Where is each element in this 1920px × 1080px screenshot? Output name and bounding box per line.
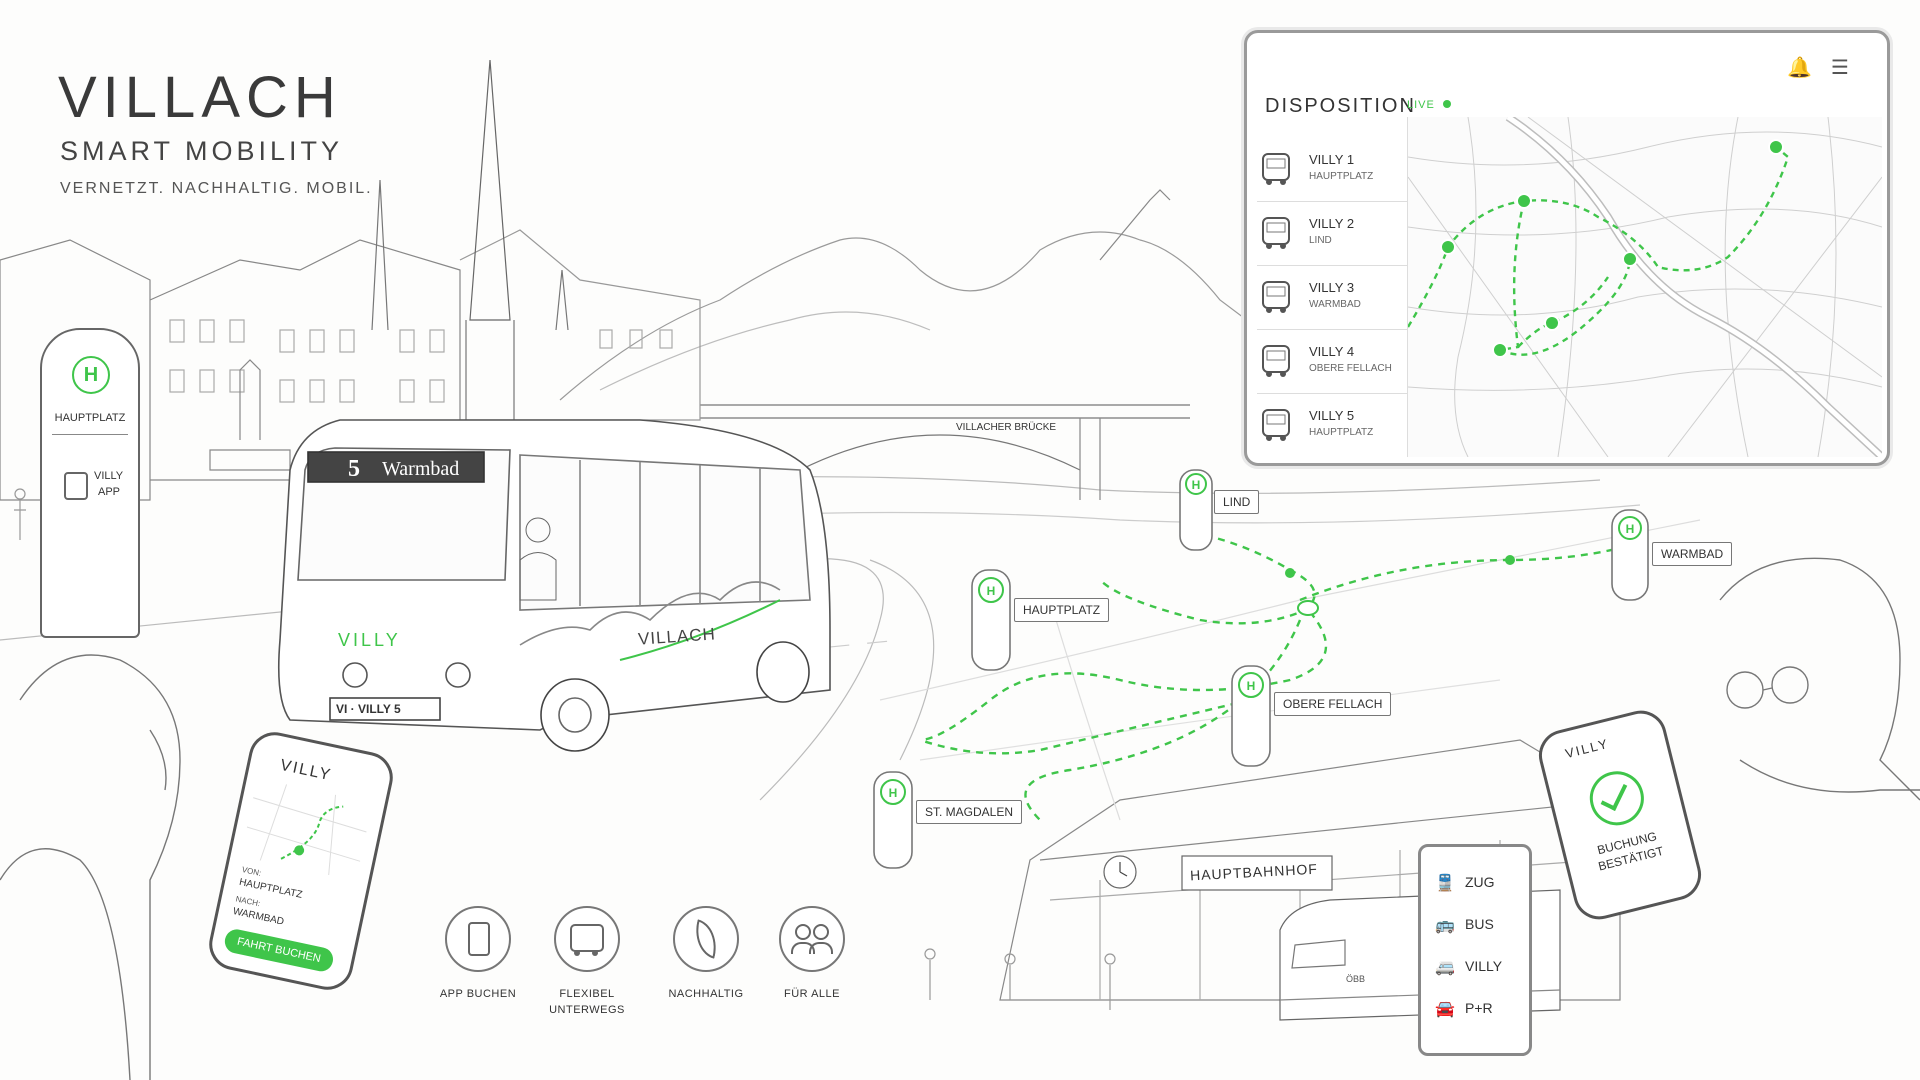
bus-icon [1262,153,1290,185]
minibus-illustration [277,419,831,752]
bus-plate: VI · VILLY 5 [336,702,401,716]
stop-tag-warmbad: WARMBAD [1652,542,1733,566]
vehicle-name: VILLY 1 [1309,152,1355,167]
people-icon [779,906,845,972]
vehicle-location: LIND [1309,235,1332,246]
bridge [700,404,1190,419]
vehicle-row[interactable]: VILLY 2 LIND [1257,202,1412,266]
live-indicator [1443,100,1451,108]
vehicle-name: VILLY 3 [1309,280,1355,295]
train-label: ÖBB [1346,974,1366,984]
church-spire [469,59,511,321]
feature-label: APP BUCHEN [439,988,517,1000]
feature-label: FÜR ALLE [784,988,840,1000]
phone-left: VILLY VON: HAUPTPLATZ NACH: WARMBAD FAHR… [204,727,398,995]
vehicle-row[interactable]: VILLY 3 WARMBAD [1257,266,1412,330]
stop-tag-obere-fellach: OBERE FELLACH [1274,692,1392,716]
person-right [1719,557,1920,801]
vehicle-name: VILLY 2 [1309,216,1355,231]
feature-label-2: UNTERWEGS [549,1004,625,1016]
dispatch-title: DISPOSITION [1265,95,1416,117]
stop-sign: H HAUPTPLATZ VILLY APP [40,328,140,638]
smartphone-icon [445,906,511,972]
stop-tag-st-magdalen: ST. MAGDALEN [916,800,1023,824]
stop-tag-hauptplatz: HAUPTPLATZ [1014,598,1110,622]
person-left [0,654,181,1080]
vehicle-list: VILLY 1 HAUPTPLATZ VILLY 2 LIND VILLY 3 … [1257,138,1412,457]
svg-text:H: H [1192,478,1201,492]
statue [209,359,291,471]
bus-destination: Warmbad [382,458,460,480]
phone-left-title: VILLY [278,756,334,785]
bus-icon [1262,345,1290,377]
leaf-icon [673,906,739,972]
to-value: WARMBAD [231,906,285,928]
bridge-label: VILLACHER BRÜCKE [956,422,1057,433]
stop-sign-app-sub: APP [98,486,121,498]
from-label: VON: [241,865,263,878]
feature-flexibel[interactable]: FLEXIBEL UNTERWEGS [527,906,647,1018]
vehicle-location: OBERE FELLACH [1309,363,1392,374]
menu-icon[interactable]: ☰ [1831,57,1849,79]
live-label: LIVE [1407,99,1435,111]
vehicle-row[interactable]: VILLY 5 HAUPTPLATZ [1257,394,1412,457]
mountains [559,231,1261,401]
brand-tagline: VERNETZT. NACHHALTIG. MOBIL. [60,180,373,197]
phone-right-title: VILLY [1563,735,1611,762]
brand-title: VILLACH [58,65,342,130]
book-ride-button[interactable]: FAHRT BUCHEN [222,927,336,974]
svg-text:H: H [889,786,898,800]
stop-sign-app-label: VILLY [94,470,124,482]
check-circle-icon [1584,765,1650,831]
minibus-icon: 🚐 [1435,959,1455,976]
phone-left-map[interactable] [241,778,373,881]
bell-icon[interactable]: 🔔 [1787,57,1812,79]
bus-route-number: 5 [348,456,360,482]
svg-text:H: H [1626,522,1635,536]
svg-text:H: H [1247,679,1256,693]
feature-fuer-alle[interactable]: FÜR ALLE [752,906,872,1002]
vehicle-location: HAUPTPLATZ [1309,427,1374,438]
buildings-left [0,239,151,501]
vehicle-row[interactable]: VILLY 4 OBERE FELLACH [1257,330,1412,394]
vehicle-name: VILLY 4 [1309,344,1355,359]
bus-icon [1262,281,1290,313]
feature-label: NACHHALTIG [668,988,744,1000]
vehicle-location: HAUPTPLATZ [1309,171,1374,182]
bus-icon [554,906,620,972]
feature-app-buchen[interactable]: APP BUCHEN [418,906,538,1002]
stop-sign-label: HAUPTPLATZ [54,412,126,424]
stop-tag-lind: LIND [1214,490,1260,514]
vehicle-row[interactable]: VILLY 1 HAUPTPLATZ [1257,138,1412,202]
bus-icon [64,472,88,500]
mobility-modes-panel: 🚆 ZUG 🚌 BUS 🚐 VILLY 🚘 P+R [1418,844,1532,1056]
vehicle-location: WARMBAD [1309,299,1361,310]
vehicle-name: VILLY 5 [1309,408,1355,423]
feature-label: FLEXIBEL [559,988,615,1000]
svg-text:H: H [987,584,996,598]
bus-brand: VILLY [338,630,401,650]
feature-nachhaltig[interactable]: NACHHALTIG [646,906,766,1002]
dispatch-map[interactable] [1407,117,1882,457]
dispatch-panel: 🔔 ☰ DISPOSITION LIVE VILLY 1 HAUPTPLATZ … [1244,30,1890,466]
bus-icon [1262,217,1290,249]
bus-icon: 🚌 [1435,917,1455,934]
haltestelle-h-icon: H [72,356,110,394]
bus-icon [1262,409,1290,441]
park-ride-icon: 🚘 [1435,1001,1455,1018]
brand-subtitle: SMART MOBILITY [60,136,344,166]
train-icon: 🚆 [1435,875,1455,892]
